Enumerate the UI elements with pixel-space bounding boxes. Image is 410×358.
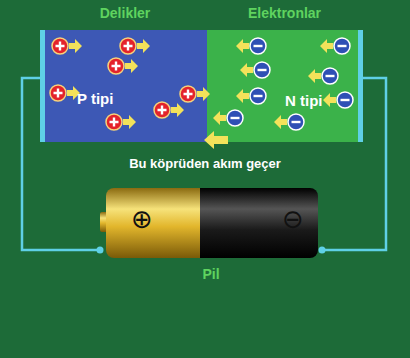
bridge-arrow — [204, 131, 228, 149]
sym-text: ⊕ — [131, 204, 153, 234]
electrons — [213, 38, 353, 130]
battery-box: ⊕⊖Pil — [100, 186, 322, 262]
heading-text: Elektronlar — [248, 5, 321, 21]
holes — [50, 38, 210, 130]
battery-symbol — [100, 188, 318, 258]
semiconductor-region: ElektronlarN tipi — [207, 30, 362, 142]
sym-text: ⊖ — [282, 204, 304, 234]
body-text: N tipi — [285, 92, 323, 109]
wire — [322, 78, 386, 250]
note-label: Bu köprüden akım geçer — [129, 156, 281, 171]
semiconductor-region: DeliklerP tipi — [43, 30, 207, 142]
heading-text: Delikler — [100, 5, 151, 21]
body-text: P tipi — [77, 90, 113, 107]
foot-text: Pil — [202, 266, 219, 282]
